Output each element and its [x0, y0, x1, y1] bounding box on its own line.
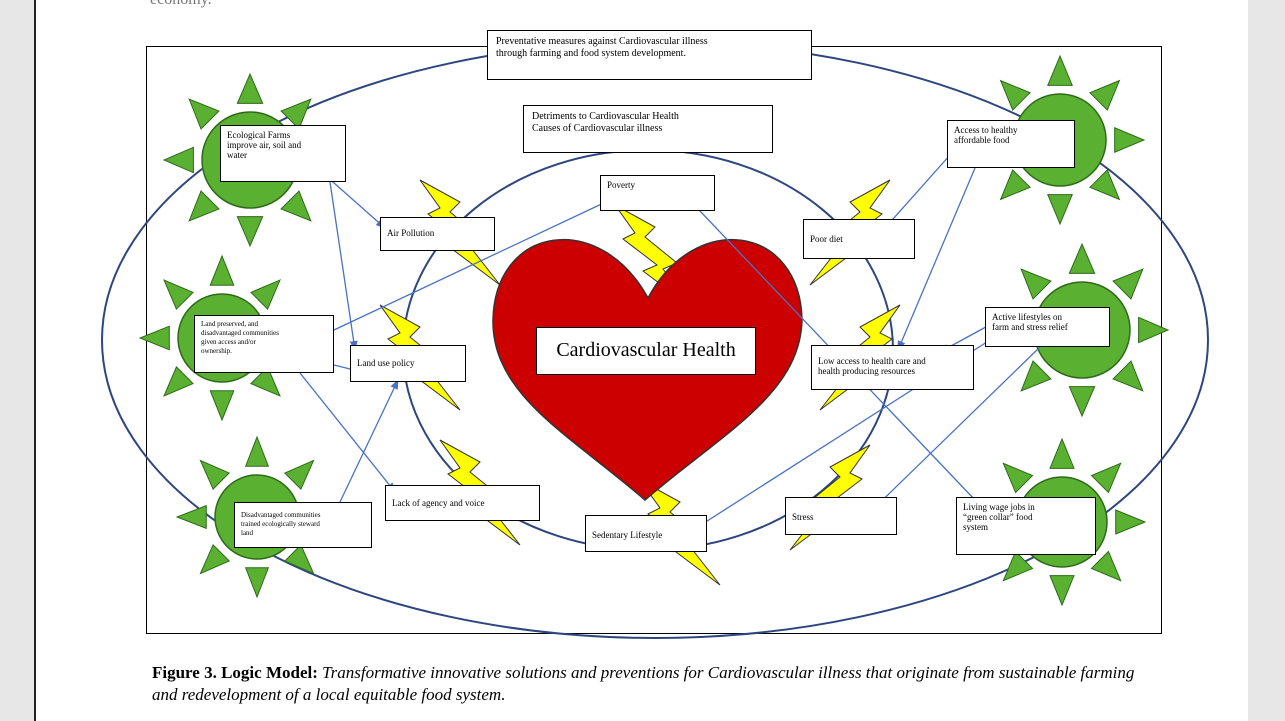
sun-ray [162, 146, 194, 174]
land-preserved-box: Land preserved, and disadvantaged commun… [194, 315, 334, 373]
sun-ray [1047, 54, 1073, 86]
poverty-box: Poverty [600, 175, 715, 211]
sun-ray [244, 567, 270, 599]
lack-of-agency-box: Lack of agency and voice [385, 485, 540, 521]
disadvantaged-trained-box: Disadvantaged communities trained ecolog… [234, 502, 372, 548]
poor-diet-box: Poor diet [803, 219, 915, 259]
sun-ray [1068, 242, 1096, 274]
sun-ray [138, 325, 170, 351]
sedentary-lifestyle-box: Sedentary Lifestyle [585, 515, 707, 552]
sun-ray [250, 366, 281, 397]
sun-ray [1068, 386, 1096, 418]
sun-ray [280, 190, 312, 222]
sun-ray [1090, 462, 1122, 494]
sun-ray [209, 254, 235, 286]
sun-ray [1138, 316, 1170, 344]
caption-label: Figure 3. Logic Model: [152, 663, 318, 682]
sun-ray [1047, 194, 1073, 226]
sun-ray [283, 543, 315, 575]
sun-ray [1090, 550, 1122, 582]
outer-title-box: Preventative measures against Cardiovasc… [487, 30, 812, 80]
sun-ray [175, 504, 207, 530]
page-left-border [34, 0, 36, 721]
sun-ray [209, 390, 235, 422]
sun-ray [199, 543, 231, 575]
arrow-healthyfood-to-access [897, 167, 976, 351]
sun-ray [1020, 360, 1052, 392]
sun-ray [1114, 127, 1146, 153]
living-wage-box: Living wage jobs in “green collar” food … [956, 497, 1096, 555]
sun-ray [1112, 360, 1144, 392]
sun-ray [999, 169, 1031, 201]
air-pollution-box: Air Pollution [380, 217, 495, 251]
land-use-policy-box: Land use policy [350, 345, 466, 382]
sun-ray [163, 366, 194, 397]
sun-ray [250, 279, 281, 310]
sun-ray [1002, 550, 1034, 582]
sun-ray [236, 216, 264, 248]
sun-ray [999, 79, 1031, 111]
previous-text-fragment: economy. [150, 0, 212, 9]
active-lifestyles-box: Active lifestyles on farm and stress rel… [985, 307, 1110, 347]
arrow-farms-to-air [324, 174, 386, 229]
sun-ray [163, 279, 194, 310]
sun-ray [1115, 509, 1147, 535]
ecological-farms-box: Ecological Farms improve air, soil and w… [220, 125, 346, 182]
stress-box: Stress [785, 497, 897, 535]
sun-ray [1049, 575, 1075, 607]
sun-ray [1020, 268, 1052, 300]
sun-ray [280, 98, 312, 130]
sun-ray [1112, 268, 1144, 300]
sun-ray [1002, 462, 1034, 494]
arrow-healthyfood-to-diet [884, 154, 951, 229]
arrow-landpreserved-to-poverty [333, 199, 611, 331]
sun-ray [1089, 169, 1121, 201]
arrow-landpreserved-to-agency [299, 372, 396, 493]
caption-text: Transformative innovative solutions and … [152, 663, 1135, 704]
sun-ray [199, 459, 231, 491]
healthy-food-box: Access to healthy affordable food [947, 120, 1075, 168]
low-access-box: Low access to health care and health pro… [811, 345, 974, 390]
sun-ray [236, 72, 264, 104]
sun-ray [1049, 437, 1075, 469]
figure-caption: Figure 3. Logic Model: Transformative in… [152, 662, 1152, 706]
arrow-trained-to-landuse [339, 379, 399, 503]
sun-ray [188, 98, 220, 130]
cardiovascular-health-box: Cardiovascular Health [536, 327, 756, 375]
sun-ray [1089, 79, 1121, 111]
sun-ray [244, 435, 270, 467]
arrow-active-to-stress [861, 346, 1041, 521]
inner-title-box: Detriments to Cardiovascular Health Caus… [523, 105, 773, 153]
sun-ray [188, 190, 220, 222]
sun-ray [283, 459, 315, 491]
